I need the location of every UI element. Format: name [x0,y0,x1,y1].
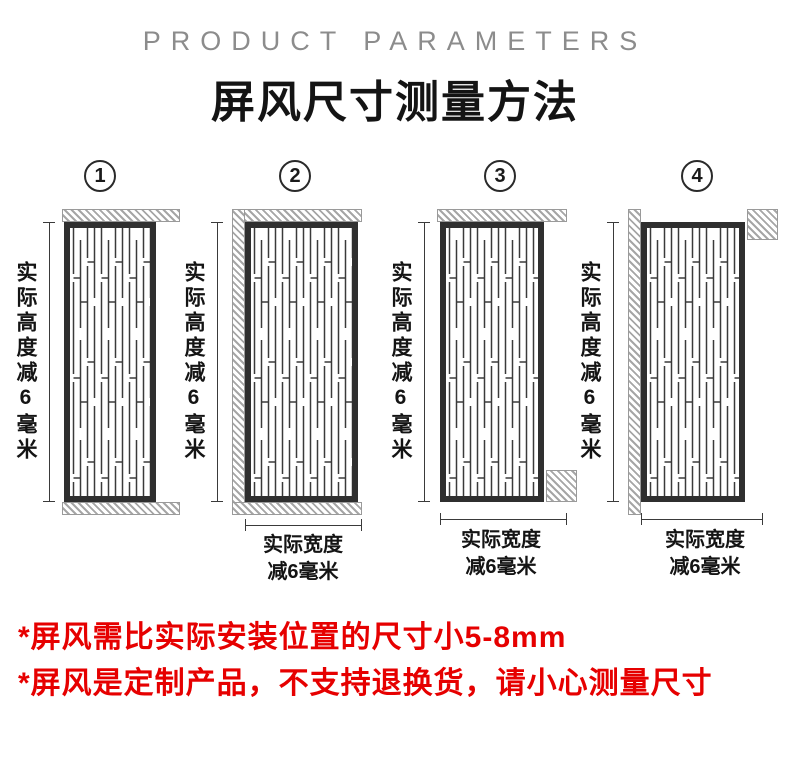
height-measure-text: 实际高度减6毫米 [14,261,37,463]
width-measure-line [440,513,567,525]
height-measure-line [43,222,55,502]
screen-panel [245,222,358,502]
wall-hatch-corner [747,209,778,240]
width-measure-line [245,519,362,531]
wall-hatch-left [628,209,641,515]
screen-panel [440,222,544,502]
width-measure-line [641,513,763,525]
diagram-number-badge-4: 4 [681,160,713,192]
warning-note-2: *屏风是定制产品，不支持退换货，请小心测量尺寸 [18,667,713,700]
wall-hatch-bottom [62,502,180,515]
screen-pattern [446,228,538,496]
warning-note-1: *屏风需比实际安装位置的尺寸小5-8mm [18,621,567,654]
wall-hatch-corner [546,470,577,502]
width-measure-label: 实际宽度 减6毫米 [665,529,745,578]
diagram-number-badge-3: 3 [484,160,516,192]
wall-hatch-left [232,209,245,515]
height-measure-label: 实际高度减6毫米 [572,222,606,502]
screen-panel [64,222,156,502]
wall-hatch-top [232,209,362,222]
screen-pattern [647,228,739,496]
section-eyebrow: PRODUCT PARAMETERS [142,26,648,56]
wall-hatch-top [437,209,567,222]
height-measure-line [607,222,619,502]
height-measure-text: 实际高度减6毫米 [182,261,205,463]
page-title: 屏风尺寸测量方法 [211,78,579,127]
screen-pattern [251,228,352,496]
wall-hatch-bottom [232,502,362,515]
height-measure-text: 实际高度减6毫米 [578,261,601,463]
screen-panel [641,222,745,502]
height-measure-label: 实际高度减6毫米 [8,222,42,502]
width-measure-label: 实际宽度 减6毫米 [263,534,343,583]
height-measure-label: 实际高度减6毫米 [176,222,210,502]
height-measure-line [211,222,223,502]
height-measure-label: 实际高度减6毫米 [383,222,417,502]
height-measure-text: 实际高度减6毫米 [389,261,412,463]
wall-hatch-top [62,209,180,222]
diagram-number-badge-1: 1 [84,160,116,192]
diagram-number-badge-2: 2 [279,160,311,192]
height-measure-line [418,222,430,502]
width-measure-label: 实际宽度 减6毫米 [461,529,541,578]
screen-pattern [70,228,150,496]
